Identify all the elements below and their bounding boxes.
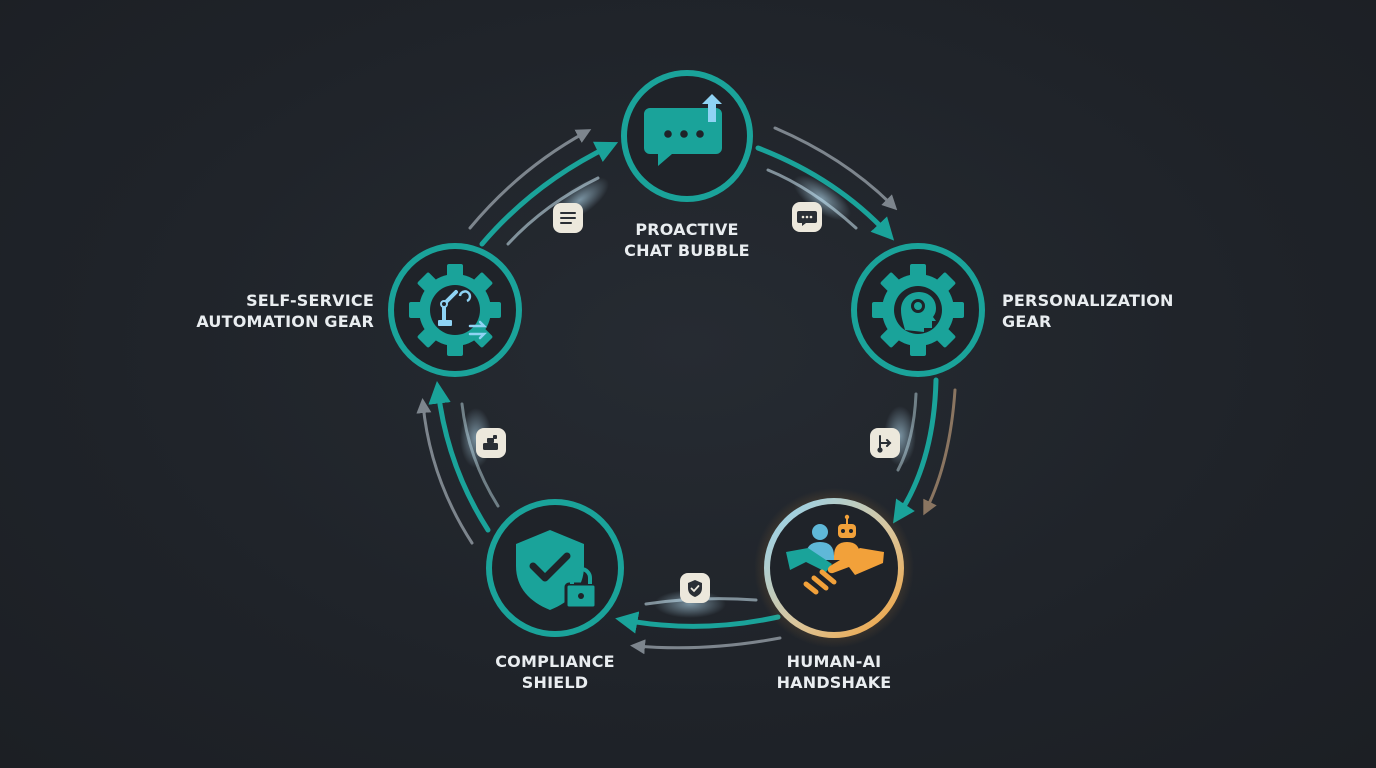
label-line: CHAT BUBBLE bbox=[624, 241, 750, 260]
label-human-ai-handshake: HUMAN-AI HANDSHAKE bbox=[754, 651, 914, 693]
label-proactive-chat-bubble: PROACTIVE CHAT BUBBLE bbox=[607, 219, 767, 261]
label-compliance-shield: COMPLIANCE SHIELD bbox=[475, 651, 635, 693]
label-line: PROACTIVE bbox=[635, 220, 739, 239]
label-line: COMPLIANCE bbox=[495, 652, 615, 671]
outer-arrow-proactive-personalization bbox=[773, 126, 898, 211]
chat-bubble-icon bbox=[644, 94, 722, 166]
badge-document bbox=[553, 203, 583, 233]
badge-robot-hand bbox=[476, 428, 506, 458]
label-line: SHIELD bbox=[521, 673, 589, 692]
robot-hand-icon bbox=[483, 435, 498, 450]
badge-message bbox=[792, 202, 822, 232]
node-human-ai-handshake bbox=[754, 488, 914, 648]
node-personalization-gear bbox=[851, 243, 985, 377]
personalization-gear-icon bbox=[872, 264, 964, 356]
label-line: PERSONALIZATION bbox=[1002, 291, 1174, 310]
main-arrow-handshake-compliance bbox=[615, 611, 781, 634]
check-shield-icon bbox=[688, 580, 702, 597]
outer-arrow-personalization-handshake bbox=[923, 388, 957, 516]
automation-gear-icon bbox=[409, 264, 501, 356]
main-arrow-compliance-selfservice bbox=[428, 381, 491, 533]
main-arrow-personalization-handshake bbox=[893, 377, 939, 524]
badge-branch-arrow bbox=[870, 428, 900, 458]
message-icon bbox=[797, 211, 817, 226]
branch-arrow-icon bbox=[877, 435, 892, 453]
outer-flow-arrows bbox=[416, 126, 957, 655]
label-line: HANDSHAKE bbox=[776, 673, 892, 692]
shield-lock-icon bbox=[516, 530, 598, 610]
outer-arrow-handshake-compliance bbox=[630, 636, 782, 655]
handshake-icon bbox=[786, 514, 884, 595]
main-arrow-proactive-personalization bbox=[755, 145, 895, 241]
main-arrow-selfservice-proactive bbox=[479, 141, 619, 247]
badge-check-shield bbox=[680, 573, 710, 603]
label-self-service-automation-gear: SELF-SERVICE AUTOMATION GEAR bbox=[164, 290, 374, 332]
node-compliance-shield bbox=[486, 499, 624, 637]
node-self-service-automation-gear bbox=[388, 243, 522, 377]
label-line: AUTOMATION GEAR bbox=[196, 312, 374, 331]
node-proactive-chat-bubble bbox=[621, 70, 753, 202]
outer-arrow-selfservice-proactive bbox=[468, 129, 592, 230]
main-flow-arrows bbox=[428, 141, 939, 634]
label-line: SELF-SERVICE bbox=[246, 291, 374, 310]
document-icon bbox=[560, 212, 576, 224]
label-personalization-gear: PERSONALIZATION GEAR bbox=[1002, 290, 1202, 332]
label-line: HUMAN-AI bbox=[786, 652, 882, 671]
outer-arrow-compliance-selfservice bbox=[416, 398, 474, 545]
label-line: GEAR bbox=[1002, 312, 1052, 331]
